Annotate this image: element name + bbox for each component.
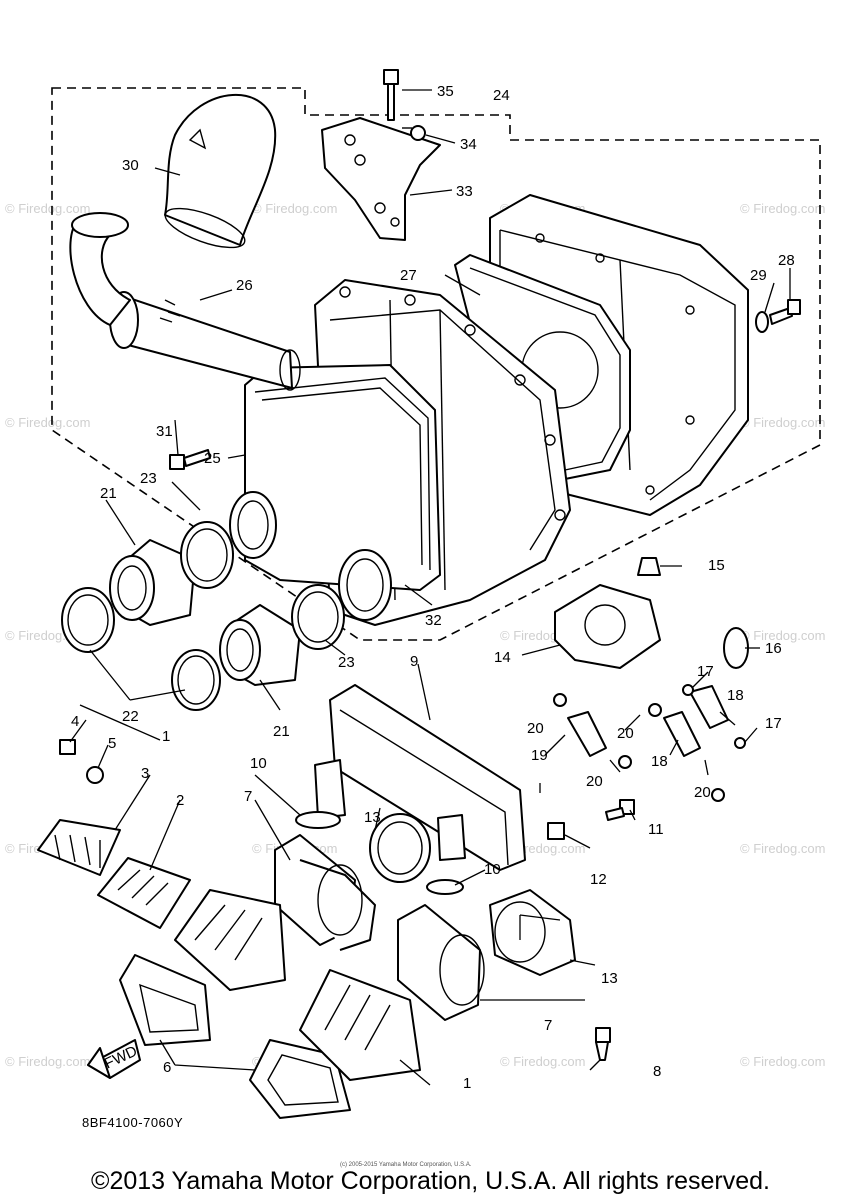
callout-29: 29: [750, 267, 767, 284]
callout-24: 24: [493, 87, 510, 104]
copyright-notice: ©2013 Yamaha Motor Corporation, U.S.A. A…: [91, 1167, 770, 1195]
callout-18: 18: [727, 687, 744, 704]
callout-33: 33: [456, 183, 473, 200]
callout-1: 1: [162, 728, 170, 745]
callout-32: 32: [425, 612, 442, 629]
callout-labels: 35 24 34 30 33 26 27 29 28 31 25 21 23 1…: [71, 83, 795, 1092]
forward-arrow-icon: FWD: [87, 1039, 141, 1079]
watermark: © Firedog.com: [5, 1054, 90, 1069]
bracket-assembly: [321, 69, 441, 241]
watermark: © Firedog.com: [252, 201, 337, 216]
callout-13: 13: [364, 809, 381, 826]
watermark: © Firedog.com: [740, 1054, 825, 1069]
diagram-code: 8BF4100-7060Y: [82, 1115, 184, 1130]
callout-25: 25: [204, 450, 221, 467]
callout-3: 3: [141, 765, 149, 782]
callout-26: 26: [236, 277, 253, 294]
watermark: © Firedog.com: [500, 1054, 585, 1069]
callout-20: 20: [586, 773, 603, 790]
callout-11: 11: [648, 821, 664, 838]
watermark: © Firedog.com: [740, 628, 825, 643]
bolt: [169, 449, 211, 470]
callout-22: 22: [122, 708, 139, 725]
air-box-front-plate: [244, 364, 441, 591]
callout-9: 9: [410, 653, 418, 670]
callout-14: 14: [494, 649, 511, 666]
callout-15: 15: [708, 557, 725, 574]
bolt-washer: [755, 299, 801, 333]
carburetor-joints: [274, 811, 576, 1021]
small-copyright: (c) 2005-2015 Yamaha Motor Corporation, …: [340, 1162, 472, 1168]
silencer-box: [314, 684, 526, 871]
callout-21: 21: [100, 485, 117, 502]
callout-17: 17: [765, 715, 782, 732]
callout-35: 35: [437, 83, 454, 100]
hose-and-clips: [553, 684, 746, 802]
callout-12: 12: [590, 871, 607, 888]
callout-20: 20: [694, 784, 711, 801]
callout-20: 20: [527, 720, 544, 737]
callout-21: 21: [273, 723, 290, 740]
callout-1: 1: [463, 1075, 471, 1092]
leader-lines: [69, 89, 791, 1086]
watermark: © Firedog.com: [740, 841, 825, 856]
callout-23: 23: [140, 470, 157, 487]
callout-6: 6: [163, 1059, 171, 1076]
intake-joints: [61, 491, 392, 711]
callout-23: 23: [338, 654, 355, 671]
callout-7: 7: [244, 788, 252, 805]
reed-valves: [37, 739, 421, 1119]
callout-7: 7: [544, 1017, 552, 1034]
callout-34: 34: [460, 136, 477, 153]
callout-17: 17: [697, 663, 714, 680]
callout-5: 5: [108, 735, 116, 752]
callout-10: 10: [484, 861, 501, 878]
watermark: © Firedog.com: [5, 201, 90, 216]
callout-27: 27: [400, 267, 417, 284]
callout-18: 18: [651, 753, 668, 770]
fitting-assembly: [554, 557, 749, 669]
callout-2: 2: [176, 792, 184, 809]
watermark: © Firedog.com: [740, 201, 825, 216]
intake-duct: [69, 212, 301, 391]
assembly-outline: [51, 87, 821, 641]
watermark: © Firedog.com: [5, 415, 90, 430]
callout-31: 31: [156, 423, 173, 440]
bolt: [595, 1027, 611, 1061]
callout-19: 19: [531, 747, 548, 764]
watermark: © Firedog.com: [740, 415, 825, 430]
callout-8: 8: [653, 1063, 661, 1080]
callout-16: 16: [765, 640, 782, 657]
callout-20: 20: [617, 725, 634, 742]
callout-13: 13: [601, 970, 618, 987]
intake-elbow: [164, 94, 277, 249]
callout-10: 10: [250, 755, 267, 772]
bolt-nut: [547, 799, 635, 840]
callout-30: 30: [122, 157, 139, 174]
callout-28: 28: [778, 252, 795, 269]
callout-4: 4: [71, 713, 79, 730]
